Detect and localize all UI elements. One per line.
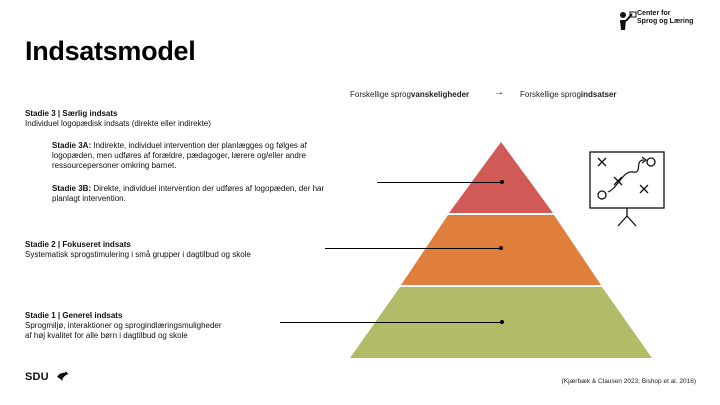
sdu-logo: SDU (25, 371, 49, 383)
citation-text: (Kjærbæk & Clausen 2023; Bishop et al. 2… (561, 378, 696, 385)
stage3a-text: Indirekte, individuel intervention der p… (52, 141, 307, 170)
stage1-title: Stadie 1 | Generel indsats (25, 311, 123, 320)
stage2-leader-line (325, 248, 501, 249)
stage3b-text: Direkte, individuel intervention der udf… (52, 184, 325, 203)
sdu-logo-text: SDU (25, 371, 49, 383)
subheader-left: Forskellige sprogvanskeligheder (350, 90, 469, 99)
stage3a-label: Stadie 3A: (52, 141, 92, 150)
logo-line-1: Center for (637, 10, 671, 17)
subheader-left-bold: vanskeligheder (410, 90, 470, 99)
center-logo-text: Center for Sprog og Læring (637, 10, 693, 26)
subheader-right-prefix: Forskellige sprog (520, 90, 581, 99)
stage3-leader-dot (500, 180, 504, 184)
stage1-desc-1: Sprogmiljø, interaktioner og sprogindlær… (25, 321, 222, 330)
stage1-leader-dot (500, 320, 504, 324)
stage2-leader-dot (499, 246, 503, 250)
subheader-left-prefix: Forskellige sprog (350, 90, 411, 99)
stage1-desc-2: af høj kvalitet for alle børn i dagtilbu… (25, 331, 188, 340)
stage2-title: Stadie 2 | Fokuseret indsats (25, 240, 131, 249)
stage1-block: Stadie 1 | Generel indsats Sprogmiljø, i… (25, 311, 325, 341)
stage3-title: Stadie 3 | Særlig indsats (25, 109, 118, 118)
subheader-right-bold: indsatser (580, 90, 617, 99)
stage1-leader-line (280, 322, 502, 323)
strategy-board-icon (589, 151, 665, 227)
page-title: Indsatsmodel (25, 36, 196, 66)
stage3b-label: Stadie 3B: (52, 184, 92, 193)
stage3-leader-line (377, 182, 502, 183)
sdu-bird-icon (57, 371, 69, 381)
center-logo-icon (620, 11, 637, 30)
pyramid-tier-middle (401, 215, 601, 285)
stage3a-block: Stadie 3A: Indirekte, individuel interve… (52, 141, 337, 171)
stage3-desc: Individuel logopædisk indsats (direkte e… (25, 119, 211, 128)
subheader-arrow: → (494, 87, 504, 98)
stage3-block: Stadie 3 | Særlig indsats Individuel log… (25, 109, 285, 129)
stage2-desc: Systematisk sprogstimulering i små grupp… (25, 250, 251, 259)
subheader-right: Forskellige sprogindsatser (520, 90, 617, 99)
logo-line-2: Sprog og Læring (637, 18, 694, 25)
stage3b-block: Stadie 3B: Direkte, individuel intervent… (52, 184, 337, 204)
pyramid-tier-top (449, 142, 553, 213)
stage2-block: Stadie 2 | Fokuseret indsats Systematisk… (25, 240, 325, 260)
